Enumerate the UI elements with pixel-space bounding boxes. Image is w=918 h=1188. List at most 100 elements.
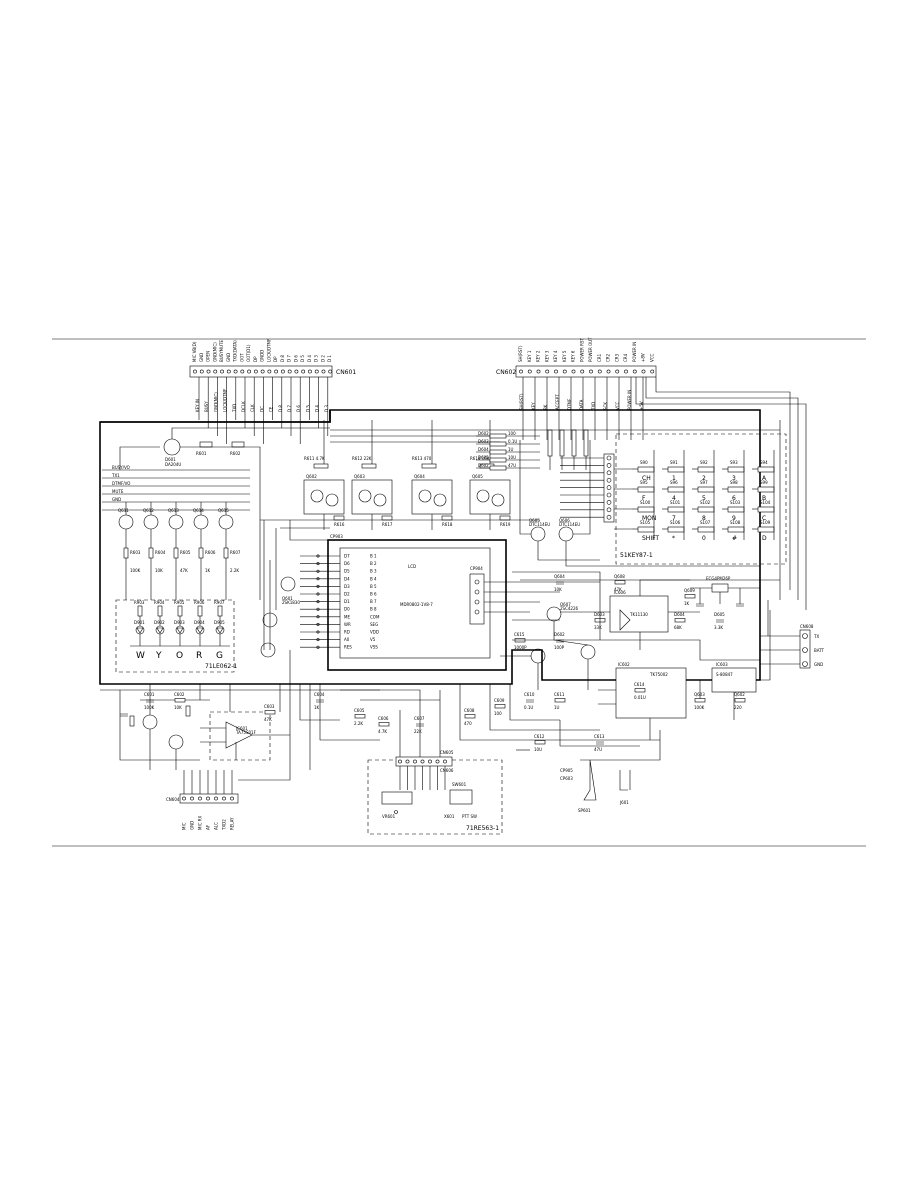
cn601-pin-14: D 8 xyxy=(280,355,285,362)
driver-ref: Q615 xyxy=(218,508,229,513)
component-ref: C603 xyxy=(264,704,275,709)
pin-dot xyxy=(606,455,612,461)
key-switch xyxy=(667,486,685,493)
cn602-pin-6: KEY 5 xyxy=(562,350,567,362)
q-block-ref2: R617 xyxy=(382,522,393,527)
pin-dot xyxy=(316,569,320,573)
pin-dot xyxy=(316,592,320,596)
key-ref: S96 xyxy=(670,480,678,485)
key-label: A xyxy=(762,475,767,482)
cn604-pin: ALC xyxy=(214,822,219,830)
pin-dot xyxy=(198,796,202,801)
lcd-pin-right: B 2 xyxy=(370,561,377,566)
resistor xyxy=(499,515,511,521)
pin-dot xyxy=(606,463,612,468)
cn601-pin-13: DP xyxy=(273,356,278,362)
pin-dot xyxy=(222,796,226,801)
net-tx1: TX1 xyxy=(111,473,120,478)
cn608-pin-batt: BATT xyxy=(814,648,825,653)
cn601-label: CN601 xyxy=(336,369,356,376)
component-ref: C602 xyxy=(174,692,185,697)
key-label: # xyxy=(732,535,737,542)
key-ref: S107 xyxy=(700,520,711,525)
key-label: 6 xyxy=(732,495,736,502)
cn602-net-3: BK xyxy=(543,404,548,410)
component-value: 0.01U xyxy=(634,695,646,700)
lcd-pin-left: A0 xyxy=(344,637,350,642)
cn602-pin-11: CR2 xyxy=(606,353,611,362)
cn601-pin-10: DP xyxy=(253,356,258,362)
lcd-pin-right: V5 xyxy=(370,637,376,642)
component-value: 1000P xyxy=(514,645,527,650)
led-diode-symbol xyxy=(156,627,164,634)
cn602-net-2: KEY xyxy=(531,402,536,410)
sw-board: 71RE563-1 CN605 CN606 VR601 SW601 PTT SW… xyxy=(367,750,503,835)
resistor-value: 100K xyxy=(130,568,141,573)
key-switch xyxy=(697,506,715,513)
component-ref: C606 xyxy=(378,716,389,721)
cn604-pin: MIC RX xyxy=(198,816,203,830)
resistor xyxy=(421,463,437,469)
component-value: 1K xyxy=(314,705,320,710)
component-value: 0.1U xyxy=(524,705,533,710)
transistor xyxy=(310,489,324,503)
component-value: 100K xyxy=(144,705,155,710)
cp904-connector: CP904 xyxy=(469,566,600,625)
key-ref: S104 xyxy=(760,500,771,505)
component-ref: C604 xyxy=(314,692,325,697)
q601-type: 2SK1830 xyxy=(282,600,300,605)
pin-dot xyxy=(650,369,655,374)
pin-dot xyxy=(316,630,320,634)
transistor xyxy=(476,489,490,503)
cn608-pin-gnd: GND xyxy=(814,662,823,667)
pin-dot xyxy=(253,369,258,374)
ic601-label: IC601 xyxy=(236,726,248,731)
diode xyxy=(489,441,507,447)
pin-dot xyxy=(571,369,576,374)
resistor xyxy=(378,722,390,727)
transistor-array xyxy=(351,479,393,515)
misc-wires xyxy=(100,420,781,781)
component-ref: C613 xyxy=(594,734,605,739)
pin-dot xyxy=(624,369,628,374)
lcd-pin-right: B 8 xyxy=(370,607,377,612)
lcd-pin-left: ME xyxy=(344,614,350,619)
cn602-pin-4: KEY 3 xyxy=(544,350,549,362)
key-switch xyxy=(637,466,655,473)
cn608-connector: CN608 TX BATT GND xyxy=(760,600,825,669)
pin-dot xyxy=(606,500,612,505)
cn602-net-1: SH(RST) xyxy=(519,393,524,410)
cn601-pin-6: GND xyxy=(226,353,231,362)
pin-dot xyxy=(443,759,447,764)
diode-value: 0.1U xyxy=(508,439,517,444)
pin-dot xyxy=(316,554,320,558)
resistor-ref: R604 xyxy=(155,550,166,555)
cn604-pin: MIC xyxy=(182,822,187,830)
key-switch xyxy=(637,486,655,493)
regulator-label: ECG4PM26P xyxy=(706,576,731,581)
cn601-net-15: D 3 xyxy=(324,405,329,412)
cp904-label: CP904 xyxy=(470,566,483,571)
component-value: 100K xyxy=(694,705,705,710)
component-ref: Q603 xyxy=(694,692,705,697)
lcd-module: LCD MDR0802-1V8-7 CP903 D7D6D5D4D3D2D1D0… xyxy=(300,534,507,671)
pin-dot xyxy=(316,562,320,566)
ptt-label: PTT SW xyxy=(462,814,477,819)
lcd-pin-right: VDD xyxy=(370,630,379,635)
led-resistor xyxy=(197,605,203,617)
cn601-pin-8: OOT xyxy=(239,353,244,362)
ic603-type: S-80847 xyxy=(716,672,733,677)
diode-ref: D602 xyxy=(478,463,489,468)
cn601-net-10: D 8 xyxy=(278,405,283,412)
led-resistor xyxy=(157,605,163,617)
component-value: 100P xyxy=(554,645,565,650)
component-value: 47K xyxy=(264,717,272,722)
cn601-pin-1: MIC VB(D) xyxy=(192,341,197,362)
pin-dot xyxy=(308,369,312,374)
cn602-net-4: ACCEPT xyxy=(555,394,560,410)
resistor xyxy=(264,710,276,715)
led-resistor xyxy=(177,605,183,617)
cn602-net-7: TXD xyxy=(591,402,596,411)
ref-r602: R602 xyxy=(230,451,241,456)
led-resistor-ref: R906 xyxy=(194,600,205,605)
